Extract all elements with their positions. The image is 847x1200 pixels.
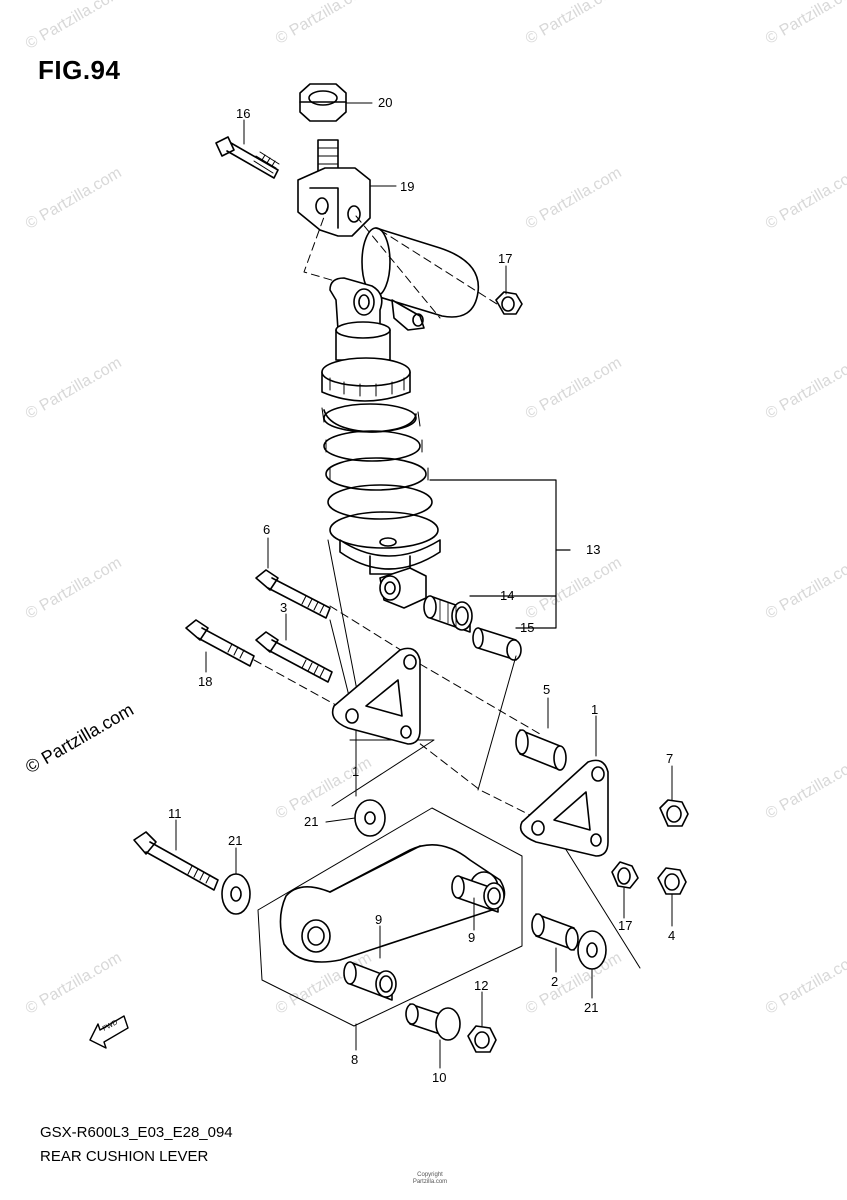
part-15-spacer (472, 627, 522, 661)
copyright-line-1: Copyright (417, 1172, 443, 1178)
callout-4: 4 (668, 928, 675, 943)
callout-8: 8 (351, 1052, 358, 1067)
callout-7: 7 (666, 751, 673, 766)
callout-11: 11 (168, 806, 182, 821)
part-20-bushing (299, 83, 347, 122)
callout-15: 15 (520, 620, 534, 635)
callout-10: 10 (432, 1070, 446, 1085)
callout-13: 13 (586, 542, 600, 557)
callout-21-b: 21 (228, 833, 242, 848)
part-4-nut (657, 867, 687, 895)
part-19-clevis (297, 139, 371, 237)
callout-9-left: 9 (375, 912, 382, 927)
part-16-bolt (215, 136, 280, 179)
copyright-line-2: Partzilla.com (412, 1179, 448, 1185)
part-12-nut (467, 1025, 497, 1053)
outline-lines (327, 539, 641, 969)
fwd-arrow-icon: FWD (89, 1015, 129, 1049)
part-3-bolt (255, 631, 333, 683)
callout-17-b: 17 (618, 918, 632, 933)
callout-20: 20 (378, 95, 392, 110)
part-21-washer-b (221, 873, 251, 915)
shock-lower-eye (379, 567, 427, 609)
part-11-bolt (133, 831, 219, 891)
callout-16: 16 (236, 106, 250, 121)
figure-caption: REAR CUSHION LEVER (40, 1148, 209, 1165)
part-9-bearing-a (451, 875, 505, 913)
callout-21-a: 21 (304, 814, 318, 829)
shock-absorber (321, 277, 411, 402)
copyright-notice: Copyright Partzilla.com (330, 1172, 530, 1186)
part-18-bolt (185, 619, 255, 667)
shock-spring (321, 403, 441, 575)
callout-1-left: 1 (352, 764, 359, 779)
callout-6: 6 (263, 522, 270, 537)
callout-1-right: 1 (591, 702, 598, 717)
callout-3: 3 (280, 600, 287, 615)
leader-lines (175, 102, 673, 1069)
callout-labels: 20 16 19 17 13 6 14 3 15 18 5 1 1 7 21 1… (168, 95, 675, 1085)
callout-17: 17 (498, 251, 512, 266)
callout-19: 19 (400, 179, 414, 194)
part-1-plate-left (331, 647, 421, 745)
part-17-nut (495, 291, 523, 315)
part-14-bearing (423, 595, 473, 633)
callout-14: 14 (500, 588, 514, 603)
figure-code: GSX-R600L3_E03_E28_094 (40, 1124, 233, 1141)
part-7-nut (659, 799, 689, 827)
callout-9-right: 9 (468, 930, 475, 945)
callout-18: 18 (198, 674, 212, 689)
figure-title: FIG.94 (38, 55, 121, 85)
part-2-collar (531, 913, 579, 951)
part-5-collar (515, 729, 567, 771)
callout-12: 12 (474, 978, 488, 993)
shock-reservoir (361, 227, 480, 331)
callout-21-c: 21 (584, 1000, 598, 1015)
part-10-collar (405, 1003, 461, 1041)
part-6-bolt (255, 569, 331, 619)
part-17-nut-b (611, 861, 639, 889)
part-9-bearing-b (343, 961, 397, 1001)
part-21-washer-c (577, 930, 607, 970)
callout-5: 5 (543, 682, 550, 697)
part-1-plate-right (519, 759, 609, 857)
callout-2: 2 (551, 974, 558, 989)
part-21-washer-a (354, 799, 386, 837)
